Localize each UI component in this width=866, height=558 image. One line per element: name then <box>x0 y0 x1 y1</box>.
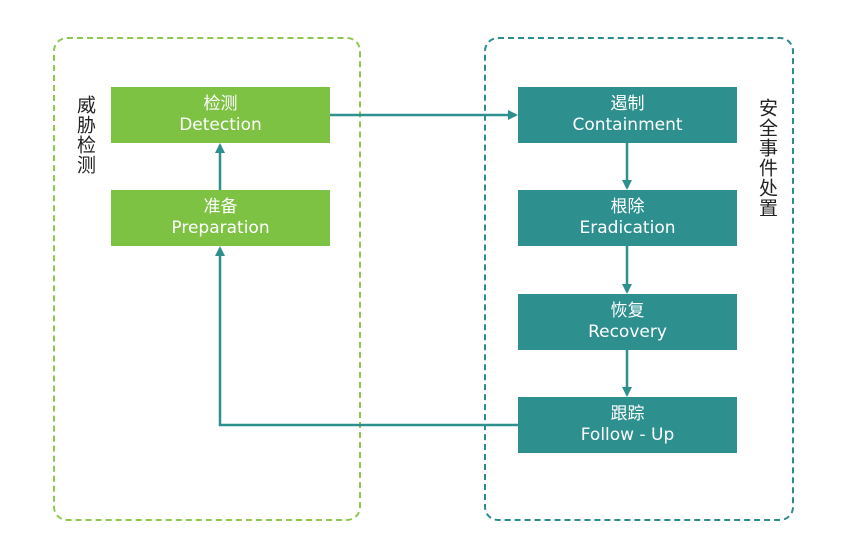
detection-zh-label: 检测 <box>203 94 238 114</box>
threat-detection-label: 威胁检测 <box>74 95 96 175</box>
containment-node: 遏制 Containment <box>518 87 737 143</box>
threat-detection-group <box>53 37 361 521</box>
recovery-zh-label: 恢复 <box>610 301 645 321</box>
eradication-zh-label: 根除 <box>610 197 645 217</box>
preparation-en-label: Preparation <box>171 218 270 238</box>
containment-en-label: Containment <box>572 115 683 135</box>
incident-response-group <box>484 37 794 521</box>
containment-zh-label: 遏制 <box>610 94 645 114</box>
preparation-zh-label: 准备 <box>203 197 238 217</box>
eradication-node: 根除 Eradication <box>518 190 737 246</box>
detection-en-label: Detection <box>179 115 262 135</box>
followup-en-label: Follow - Up <box>580 425 675 445</box>
followup-zh-label: 跟踪 <box>610 404 645 424</box>
recovery-node: 恢复 Recovery <box>518 294 737 350</box>
detection-node: 检测 Detection <box>111 87 330 143</box>
followup-node: 跟踪 Follow - Up <box>518 397 737 453</box>
eradication-en-label: Eradication <box>579 218 676 238</box>
incident-response-label: 安全事件处置 <box>756 98 778 218</box>
arrow-followup-to-preparation <box>215 246 518 427</box>
preparation-node: 准备 Preparation <box>111 190 330 246</box>
recovery-en-label: Recovery <box>588 322 667 342</box>
